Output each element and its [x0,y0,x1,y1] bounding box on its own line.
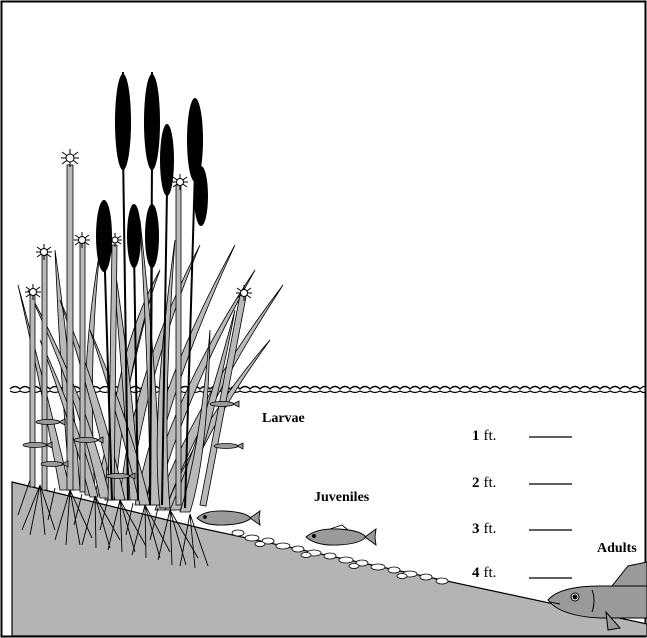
cattail-head [194,166,208,226]
svg-text:1ft.: 1ft. [472,428,496,444]
cattail-head [144,74,160,170]
cattail-head [145,204,159,268]
adults-label: Adults [597,541,637,556]
svg-text:4ft.: 4ft. [472,565,496,581]
cattail-head [96,200,112,272]
larvae-label: Larvae [262,411,305,426]
juveniles-label: Juveniles [314,490,370,505]
cattail-head [115,74,131,170]
svg-text:3ft.: 3ft. [472,521,496,537]
cattail-head [127,204,141,268]
cattail-head [160,124,174,196]
svg-text:2ft.: 2ft. [472,475,496,491]
